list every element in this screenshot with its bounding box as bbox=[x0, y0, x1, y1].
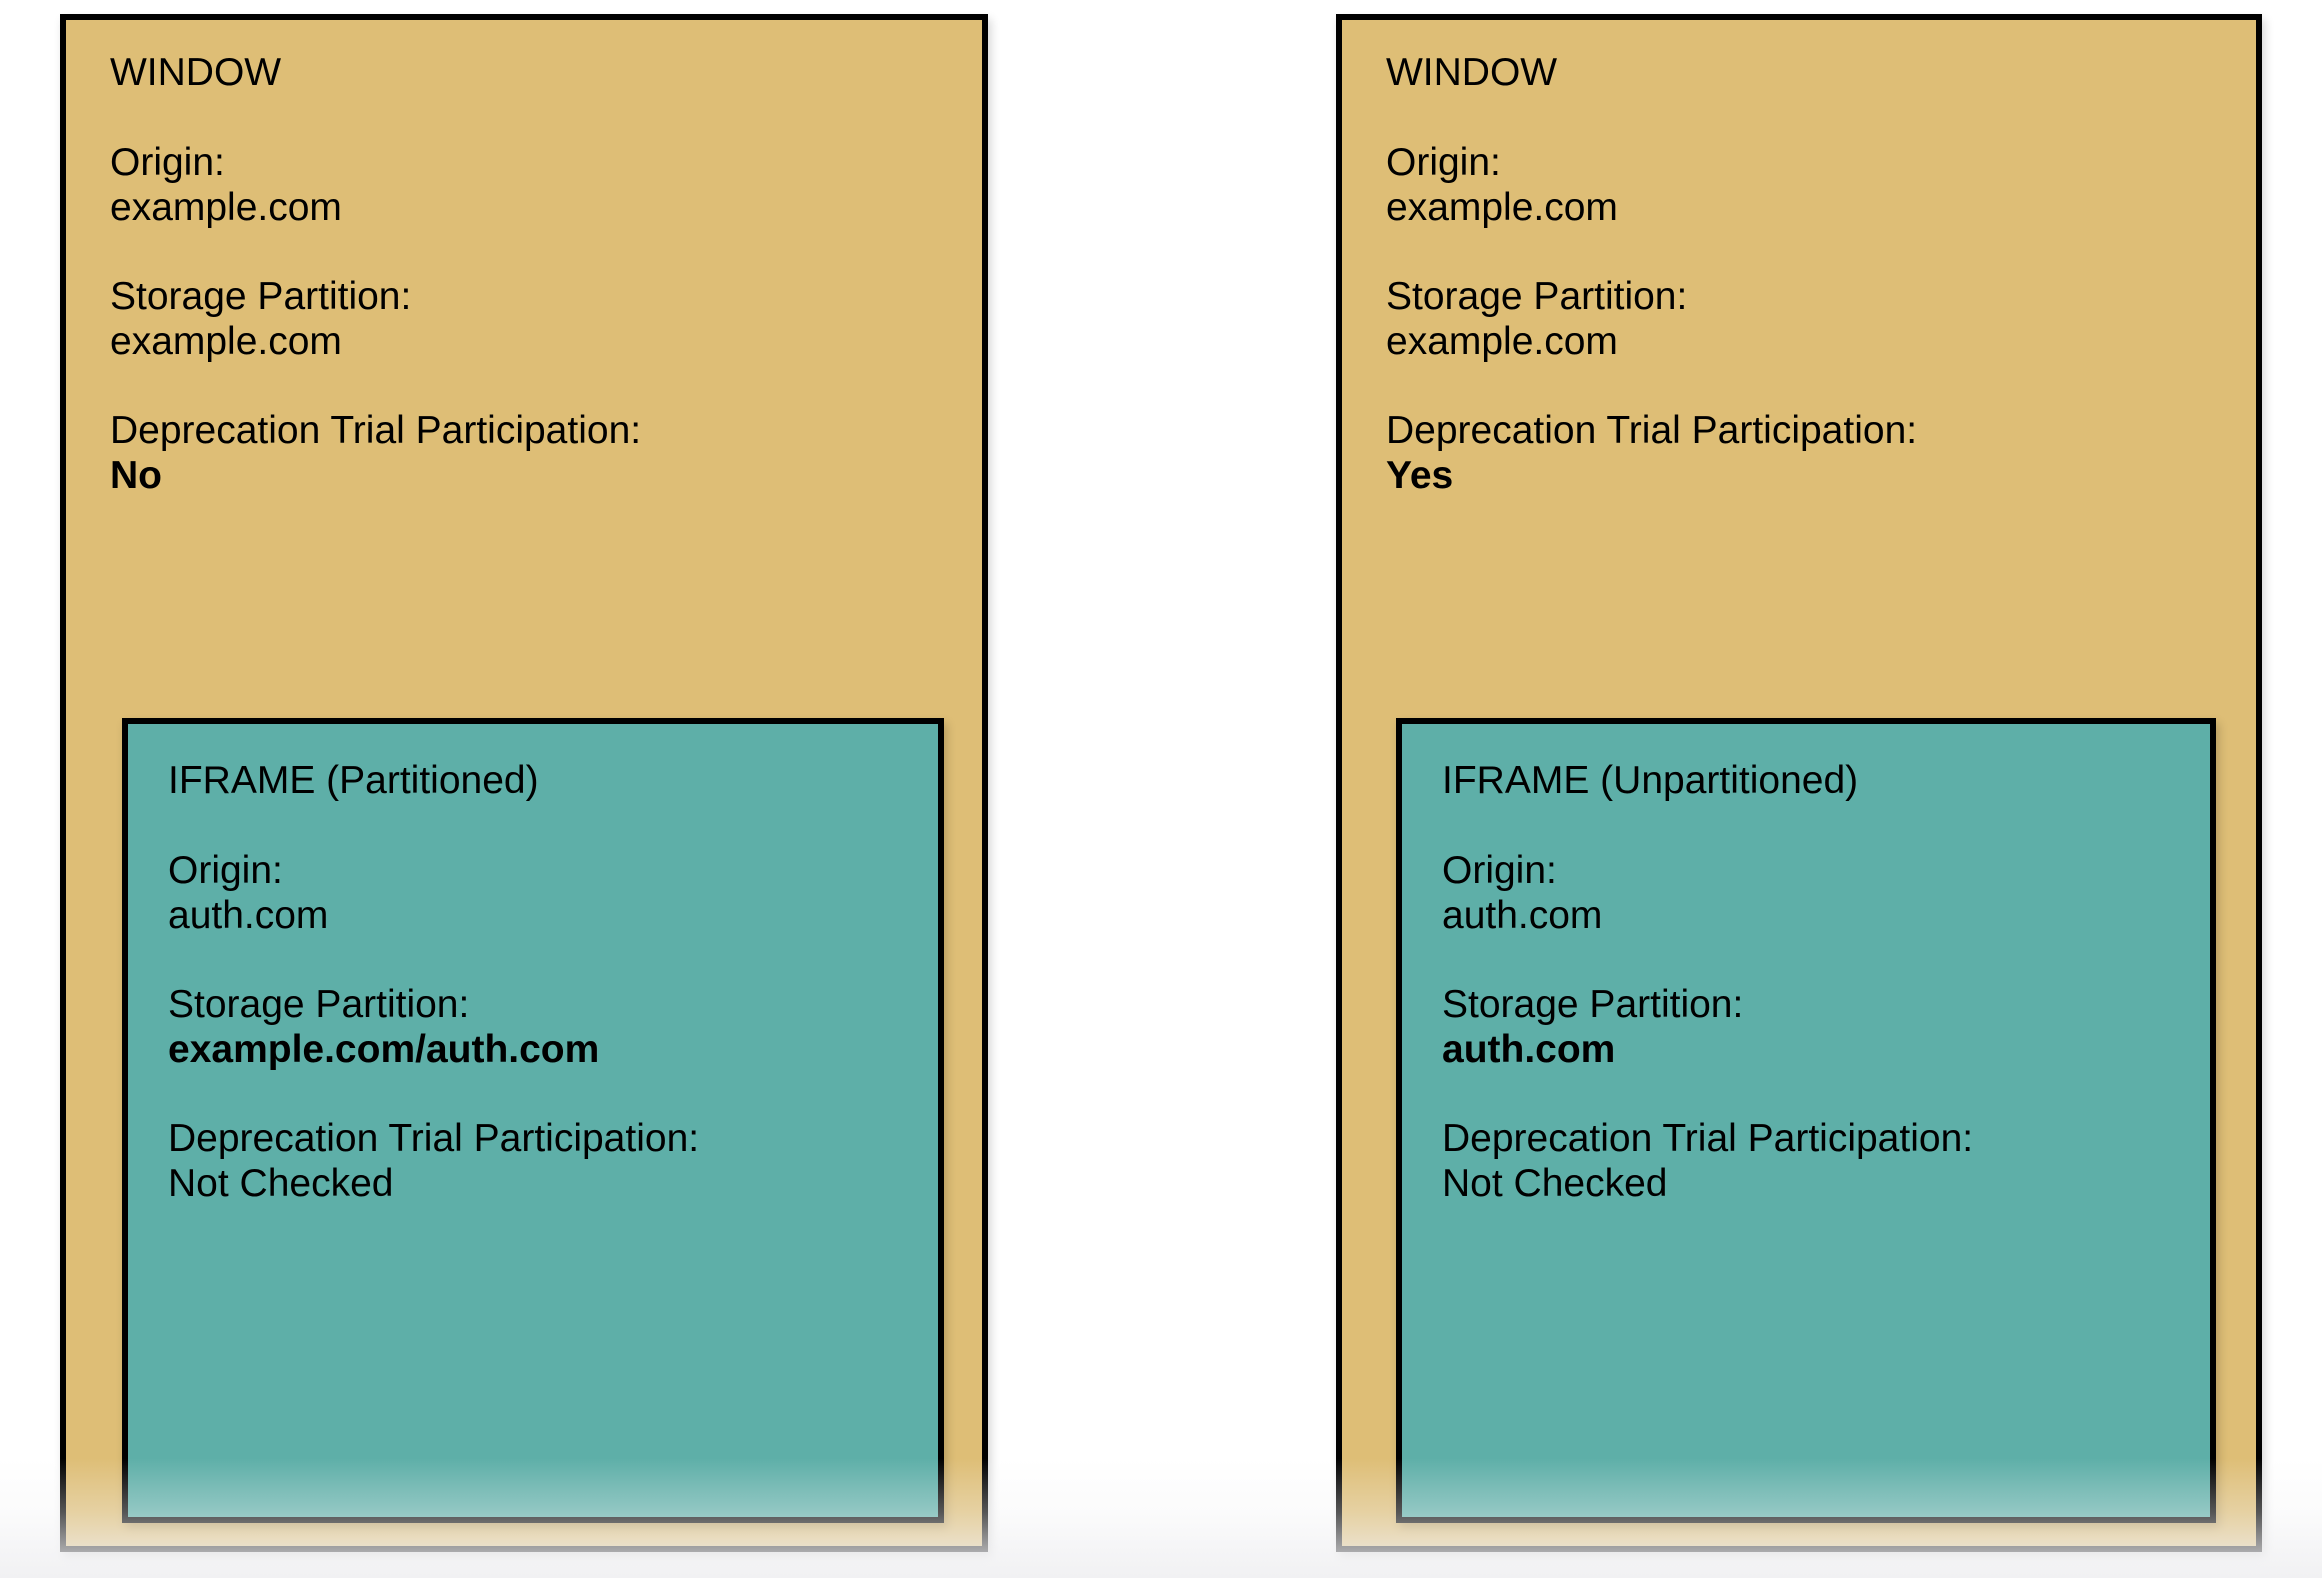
window-heading-left: WINDOW bbox=[110, 51, 282, 94]
window-deprecation-trial-field-right: Deprecation Trial Participation: Yes bbox=[1386, 408, 2236, 498]
window-deprecation-trial-field-left: Deprecation Trial Participation: No bbox=[110, 408, 962, 498]
iframe-storage-partition-value-left: example.com/auth.com bbox=[168, 1028, 600, 1071]
window-origin-value-left: example.com bbox=[110, 186, 342, 229]
iframe-storage-partition-field-right: Storage Partition: auth.com bbox=[1442, 982, 2194, 1072]
iframe-storage-partition-label-left: Storage Partition: bbox=[168, 983, 470, 1026]
iframe-origin-label-right: Origin: bbox=[1442, 849, 1557, 892]
window-deprecation-trial-label-right: Deprecation Trial Participation: bbox=[1386, 409, 1918, 452]
window-storage-partition-value-right: example.com bbox=[1386, 320, 1618, 363]
window-storage-partition-field-left: Storage Partition: example.com bbox=[110, 274, 962, 364]
window-origin-field-right: Origin: example.com bbox=[1386, 140, 2236, 230]
iframe-origin-field-left: Origin: auth.com bbox=[168, 848, 922, 938]
iframe-origin-label-left: Origin: bbox=[168, 849, 283, 892]
window-deprecation-trial-value-left: No bbox=[110, 454, 162, 497]
iframe-origin-field-right: Origin: auth.com bbox=[1442, 848, 2194, 938]
window-origin-label-right: Origin: bbox=[1386, 141, 1501, 184]
window-storage-partition-value-left: example.com bbox=[110, 320, 342, 363]
window-origin-field-left: Origin: example.com bbox=[110, 140, 962, 230]
iframe-deprecation-trial-field-left: Deprecation Trial Participation: Not Che… bbox=[168, 1116, 922, 1206]
window-origin-value-right: example.com bbox=[1386, 186, 1618, 229]
iframe-deprecation-trial-label-right: Deprecation Trial Participation: bbox=[1442, 1117, 1974, 1160]
window-content-right: WINDOW Origin: example.com Storage Parti… bbox=[1386, 50, 2236, 498]
iframe-heading-left: IFRAME (Partitioned) bbox=[168, 759, 539, 802]
window-deprecation-trial-value-right: Yes bbox=[1386, 454, 1454, 497]
window-origin-label-left: Origin: bbox=[110, 141, 225, 184]
iframe-deprecation-trial-value-right: Not Checked bbox=[1442, 1162, 1668, 1205]
iframe-heading-right: IFRAME (Unpartitioned) bbox=[1442, 759, 1859, 802]
iframe-deprecation-trial-field-right: Deprecation Trial Participation: Not Che… bbox=[1442, 1116, 2194, 1206]
iframe-box-left: IFRAME (Partitioned) Origin: auth.com St… bbox=[122, 718, 944, 1523]
window-storage-partition-label-left: Storage Partition: bbox=[110, 275, 412, 318]
iframe-storage-partition-field-left: Storage Partition: example.com/auth.com bbox=[168, 982, 922, 1072]
iframe-storage-partition-label-right: Storage Partition: bbox=[1442, 983, 1744, 1026]
iframe-content-right: IFRAME (Unpartitioned) Origin: auth.com … bbox=[1442, 758, 2194, 1206]
window-storage-partition-field-right: Storage Partition: example.com bbox=[1386, 274, 2236, 364]
iframe-origin-value-left: auth.com bbox=[168, 894, 329, 937]
iframe-deprecation-trial-value-left: Not Checked bbox=[168, 1162, 394, 1205]
window-content-left: WINDOW Origin: example.com Storage Parti… bbox=[110, 50, 962, 498]
iframe-deprecation-trial-label-left: Deprecation Trial Participation: bbox=[168, 1117, 700, 1160]
iframe-content-left: IFRAME (Partitioned) Origin: auth.com St… bbox=[168, 758, 922, 1206]
iframe-storage-partition-value-right: auth.com bbox=[1442, 1028, 1616, 1071]
window-box-right: WINDOW Origin: example.com Storage Parti… bbox=[1336, 14, 2262, 1552]
iframe-box-right: IFRAME (Unpartitioned) Origin: auth.com … bbox=[1396, 718, 2216, 1523]
window-heading-right: WINDOW bbox=[1386, 51, 1558, 94]
iframe-origin-value-right: auth.com bbox=[1442, 894, 1603, 937]
window-deprecation-trial-label-left: Deprecation Trial Participation: bbox=[110, 409, 642, 452]
window-storage-partition-label-right: Storage Partition: bbox=[1386, 275, 1688, 318]
window-box-left: WINDOW Origin: example.com Storage Parti… bbox=[60, 14, 988, 1552]
